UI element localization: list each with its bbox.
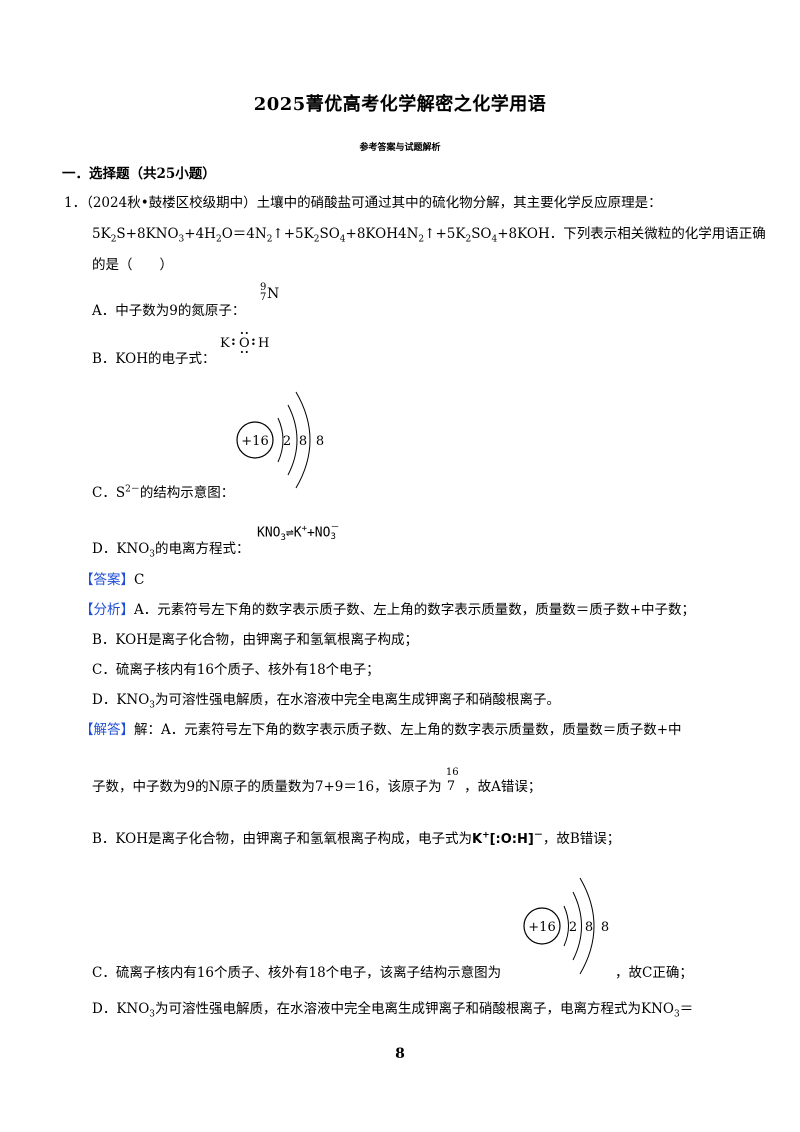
analysis-line-d: D．KNO3为可溶性强电解质，在水溶液中完全电离生成钾离子和硝酸根离子。 <box>92 692 561 711</box>
solution-tag: 【解答】 <box>80 722 134 738</box>
option-b: B．KOH的电子式： <box>92 351 216 367</box>
analysis-line-c: C．硫离子核内有16个质子、核外有18个电子； <box>92 662 380 678</box>
nuclide-symbol-16-7: 16 7 <box>445 767 459 794</box>
svg-text:8: 8 <box>316 434 324 449</box>
svg-text:8: 8 <box>601 920 609 935</box>
sulfide-ion-structure-diagram-solution: +16 2 8 8 <box>523 877 609 975</box>
solution-line-b: B．KOH是离子化合物，由钾离子和氢氧根离子构成，电子式为K+[:O:H]－，故… <box>92 830 621 847</box>
question-stem-line3: 的是（ ） <box>92 257 173 273</box>
svg-text:2: 2 <box>569 920 577 935</box>
svg-text:8: 8 <box>299 434 307 449</box>
option-a: A．中子数为9的氮原子： <box>92 303 246 319</box>
page-title: 2025菁优高考化学解密之化学用语 <box>253 94 547 115</box>
option-c: C．S2－的结构示意图： <box>92 484 235 501</box>
page-number: 8 <box>395 1046 405 1062</box>
option-d: D．KNO3的电离方程式： <box>92 541 250 560</box>
answer-line: 【答案】C <box>80 572 145 588</box>
svg-text:8: 8 <box>585 920 593 935</box>
answer-tag: 【答案】 <box>80 572 134 588</box>
analysis-line-b: B．KOH是离子化合物，由钾离子和氢氧根离子构成； <box>92 632 418 648</box>
question-stem-line1: 1．（2024秋•鼓楼区校级期中）土壤中的硝酸盐可通过其中的硫化物分解，其主要化… <box>64 195 662 211</box>
sulfide-ion-structure-diagram: +16 2 8 8 <box>236 391 324 489</box>
solution-line-a2: 子数，中子数为9的N原子的质量数为7+9＝16，该原子为 16 7 ，故A错误； <box>92 767 542 795</box>
svg-text:+16: +16 <box>241 434 268 449</box>
electron-formula-koh-wrong: K : O : H ·· ·· <box>220 327 270 359</box>
svg-text:2: 2 <box>283 434 291 449</box>
section-heading: 一．选择题（共25小题） <box>62 166 216 182</box>
solution-line-a1: 【解答】解：A．元素符号左下角的数字表示质子数、左上角的数字表示质量数，质量数＝… <box>80 722 682 738</box>
page-subtitle: 参考答案与试题解析 <box>359 143 441 153</box>
question-stem-line2: 5K2S+8KNO3+4H2O＝4N2↑+5K2SO4+8KOH4N2↑+5K2… <box>92 226 766 245</box>
analysis-line-a: 【分析】A．元素符号左下角的数字表示质子数、左上角的数字表示质量数，质量数＝质子… <box>80 602 696 618</box>
ionization-equation-wrong: KNO3⇌K++NO－3 <box>257 523 340 544</box>
analysis-tag: 【分析】 <box>80 602 134 618</box>
electron-formula-koh: K <box>471 832 483 847</box>
solution-line-c: C．硫离子核内有16个质子、核外有18个电子，该离子结构示意图为 <box>92 965 502 981</box>
solution-line-d: D．KNO3为可溶性强电解质，在水溶液中完全电离生成钾离子和硝酸根离子，电离方程… <box>92 1001 694 1020</box>
nuclide-symbol-9-7-n: 9 7 N <box>260 282 280 303</box>
svg-text:+16: +16 <box>528 920 555 935</box>
solution-line-c-end: ，故C正确； <box>615 965 693 981</box>
